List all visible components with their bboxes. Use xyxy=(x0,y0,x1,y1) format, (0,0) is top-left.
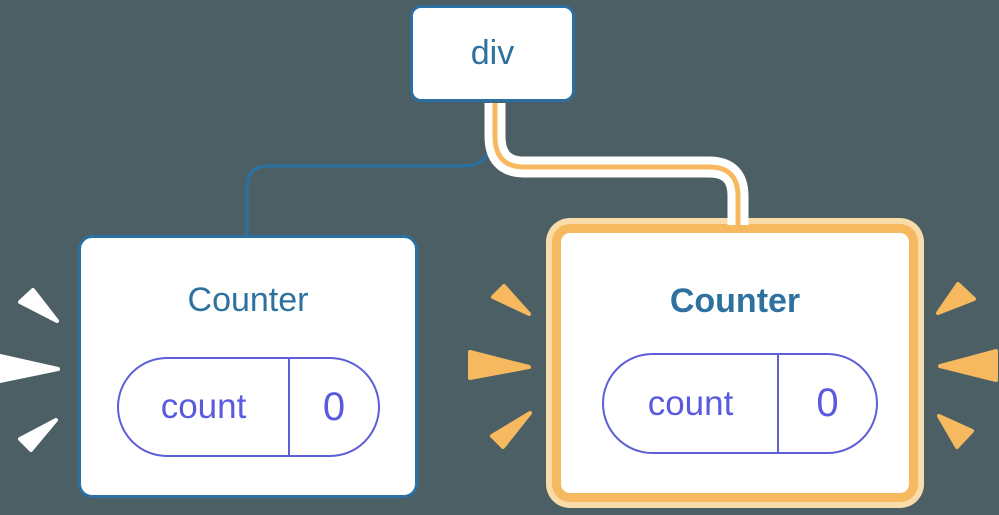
state-key: count xyxy=(119,359,290,455)
right-counter-node-highlighted: Counter count 0 xyxy=(552,224,918,502)
state-key: count xyxy=(604,355,779,452)
render-burst-left-counter xyxy=(0,288,60,452)
state-pill: count 0 xyxy=(117,357,380,457)
root-node: div xyxy=(410,5,575,102)
edge-root-to-right-counter-casing xyxy=(484,103,749,225)
state-value: 0 xyxy=(322,384,346,429)
spark-icon xyxy=(937,414,974,449)
spark-icon xyxy=(490,411,532,449)
spark-icon xyxy=(18,418,58,452)
spark-icon xyxy=(468,350,531,380)
edge-root-to-right-counter xyxy=(492,103,741,231)
spark-icon xyxy=(938,349,998,382)
render-burst-right-counter-left-side xyxy=(468,284,532,449)
root-node-label: div xyxy=(470,34,515,72)
spark-icon xyxy=(18,288,59,323)
spark-icon xyxy=(491,284,531,316)
spark-icon xyxy=(936,282,976,315)
left-counter-node: Counter count 0 xyxy=(78,235,418,498)
edge-root-to-left-counter xyxy=(245,101,493,237)
counter-title: Counter xyxy=(669,282,801,320)
state-value: 0 xyxy=(816,381,839,425)
spark-icon xyxy=(0,354,60,383)
state-pill: count 0 xyxy=(602,353,878,454)
render-burst-right-counter-right-side xyxy=(936,282,998,449)
counter-title: Counter xyxy=(187,281,309,319)
